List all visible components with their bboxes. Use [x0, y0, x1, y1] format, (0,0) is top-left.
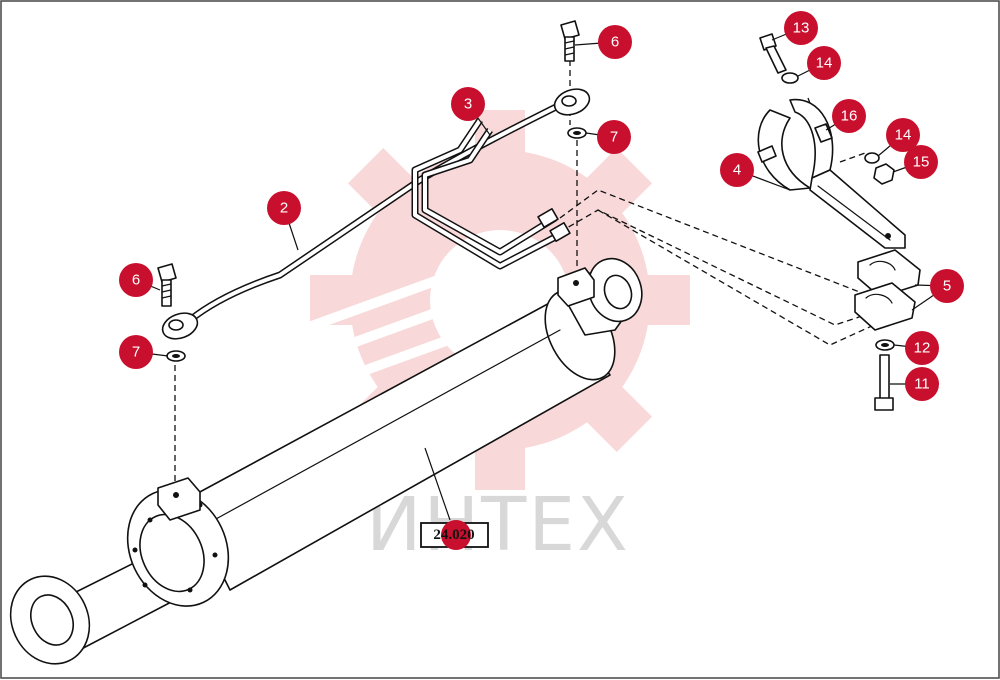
- svg-text:12: 12: [914, 340, 931, 357]
- svg-text:7: 7: [610, 129, 618, 146]
- gland-head: [126, 489, 230, 607]
- svg-text:14: 14: [816, 55, 833, 72]
- bolt-11: [874, 354, 894, 411]
- callout-16[interactable]: 16: [832, 99, 866, 133]
- callout-7-left[interactable]: 7: [119, 335, 153, 369]
- reference-label[interactable]: 24.020: [420, 520, 489, 550]
- svg-text:16: 16: [841, 108, 858, 125]
- svg-text:7: 7: [132, 344, 140, 361]
- callout-12[interactable]: 12: [905, 331, 939, 365]
- washer-14-right: [864, 152, 880, 164]
- callout-5[interactable]: 5: [930, 269, 964, 303]
- svg-text:2: 2: [280, 200, 288, 217]
- washer-12-hole: [881, 343, 889, 347]
- washer-14-top: [781, 72, 799, 84]
- washer-7-right-hole: [573, 131, 581, 135]
- banjo-fitting-right: [553, 88, 591, 116]
- callout-14-right[interactable]: 14: [886, 118, 920, 152]
- callout-15[interactable]: 15: [904, 145, 938, 179]
- svg-text:4: 4: [733, 162, 741, 179]
- nut-15: [873, 163, 895, 185]
- callout-14-top[interactable]: 14: [807, 46, 841, 80]
- svg-text:13: 13: [793, 20, 810, 37]
- callout-6-left[interactable]: 6: [119, 263, 153, 297]
- hydraulic-pipe-3: [411, 118, 571, 270]
- callouts: 2 3 4 5 6 6 7 7 11 12 13 14 14 15 16: [119, 11, 964, 401]
- bolt-13: [759, 33, 787, 74]
- svg-text:6: 6: [611, 34, 619, 51]
- hydraulic-pipe-2: [186, 101, 564, 324]
- svg-text:15: 15: [913, 154, 930, 171]
- svg-text:14: 14: [895, 127, 912, 144]
- bolt-6-right: [560, 20, 580, 62]
- callout-3[interactable]: 3: [451, 87, 485, 121]
- watermark-text: ИНТЕХ: [366, 482, 630, 568]
- svg-text:11: 11: [914, 376, 930, 393]
- svg-text:5: 5: [943, 278, 951, 295]
- clamp-bracket-4: [757, 98, 906, 249]
- washer-7-left-hole: [172, 354, 180, 358]
- hydraulic-cylinder: [9, 257, 643, 665]
- callout-2[interactable]: 2: [267, 191, 301, 225]
- svg-text:3: 3: [464, 96, 472, 113]
- clamp-half-5-bottom: [854, 282, 916, 331]
- callout-11[interactable]: 11: [905, 367, 939, 401]
- callout-6-right[interactable]: 6: [598, 25, 632, 59]
- bolt-6-left: [157, 263, 177, 307]
- callout-4[interactable]: 4: [720, 153, 754, 187]
- reference-label-text: 24.020: [433, 527, 474, 543]
- callout-13[interactable]: 13: [784, 11, 818, 45]
- svg-text:6: 6: [132, 272, 140, 289]
- callout-7-right[interactable]: 7: [597, 120, 631, 154]
- banjo-fitting-left: [161, 312, 199, 340]
- rod-eye: [9, 575, 91, 665]
